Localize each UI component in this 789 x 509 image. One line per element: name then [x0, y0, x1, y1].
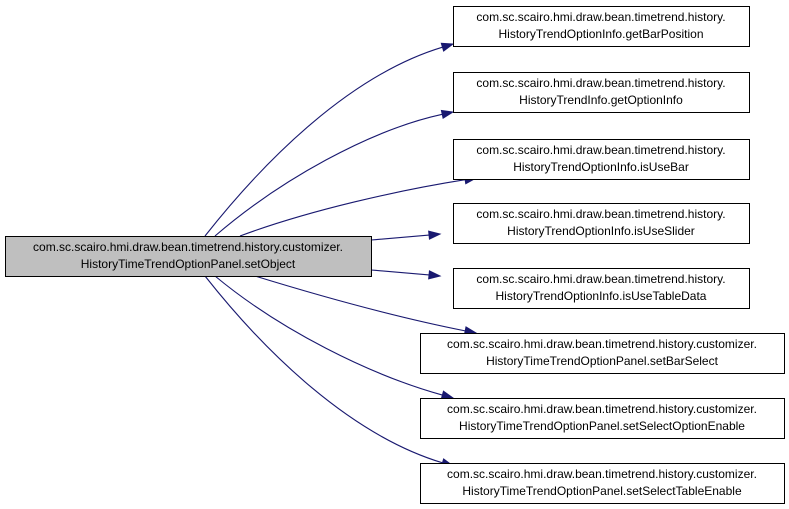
callee-node-getBarPosition-box [453, 6, 750, 47]
edge-to-getBarPosition [204, 42, 455, 237]
callee-node-isUseBar-box [453, 139, 750, 180]
edge-to-getBarPosition-arrowhead [440, 42, 455, 52]
callee-node-setBarSelect-label-line-1: com.sc.scairo.hmi.draw.bean.timetrend.hi… [447, 337, 757, 351]
callee-node-isUseSlider-label-line-1: com.sc.scairo.hmi.draw.bean.timetrend.hi… [476, 207, 725, 221]
edge-to-isUseBar [239, 175, 478, 237]
callee-node-setSelectOptionEnable-label-line-2: HistoryTimeTrendOptionPanel.setSelectOpt… [459, 419, 745, 433]
edge-to-isUseTableData [370, 269, 442, 280]
callee-node-getOptionInfo-label-line-1: com.sc.scairo.hmi.draw.bean.timetrend.hi… [476, 76, 725, 90]
edge-to-isUseSlider-line [370, 234, 430, 241]
edge-to-getOptionInfo-arrowhead [440, 109, 455, 120]
callee-node-setSelectTableEnable-box [420, 463, 785, 504]
edge-to-setSelectOptionEnable-line [214, 275, 443, 396]
callee-node-isUseSlider[interactable]: com.sc.scairo.hmi.draw.bean.timetrend.hi… [453, 203, 750, 244]
callee-node-setBarSelect[interactable]: com.sc.scairo.hmi.draw.bean.timetrend.hi… [420, 333, 785, 374]
edge-to-isUseBar-line [239, 179, 466, 237]
callee-node-isUseSlider-box [453, 203, 750, 244]
edge-to-isUseTableData-line [370, 269, 430, 276]
root-node-setObject[interactable]: com.sc.scairo.hmi.draw.bean.timetrend.hi… [5, 236, 372, 277]
callee-node-getBarPosition-label-line-1: com.sc.scairo.hmi.draw.bean.timetrend.hi… [476, 10, 725, 24]
callee-node-isUseBar[interactable]: com.sc.scairo.hmi.draw.bean.timetrend.hi… [453, 139, 750, 180]
edge-to-setSelectTableEnable [204, 275, 455, 468]
edges [204, 42, 478, 468]
edge-to-isUseSlider [370, 230, 442, 241]
callee-node-setSelectOptionEnable-label-line-1: com.sc.scairo.hmi.draw.bean.timetrend.hi… [447, 402, 757, 416]
callee-node-getOptionInfo[interactable]: com.sc.scairo.hmi.draw.bean.timetrend.hi… [453, 72, 750, 113]
callee-node-getBarPosition-label-line-2: HistoryTrendOptionInfo.getBarPosition [499, 27, 704, 41]
edge-to-setSelectOptionEnable-arrowhead [440, 390, 455, 400]
nodes: com.sc.scairo.hmi.draw.bean.timetrend.hi… [5, 6, 785, 504]
callee-node-setSelectOptionEnable-box [420, 398, 785, 439]
callee-node-setSelectTableEnable-label-line-1: com.sc.scairo.hmi.draw.bean.timetrend.hi… [447, 467, 757, 481]
edge-to-setBarSelect [254, 275, 478, 336]
callee-node-isUseTableData[interactable]: com.sc.scairo.hmi.draw.bean.timetrend.hi… [453, 268, 750, 309]
edge-to-getOptionInfo-line [214, 113, 443, 237]
callee-node-setSelectOptionEnable[interactable]: com.sc.scairo.hmi.draw.bean.timetrend.hi… [420, 398, 785, 439]
callee-node-isUseSlider-label-line-2: HistoryTrendOptionInfo.isUseSlider [507, 224, 695, 238]
edge-to-setBarSelect-line [254, 275, 466, 332]
callee-node-setSelectTableEnable-label-line-2: HistoryTimeTrendOptionPanel.setSelectTab… [462, 484, 742, 498]
callee-node-setBarSelect-box [420, 333, 785, 374]
edge-to-isUseTableData-arrowhead [428, 270, 442, 280]
edge-to-setSelectTableEnable-line [204, 275, 443, 464]
edge-to-getBarPosition-line [204, 46, 443, 237]
callee-node-setBarSelect-label-line-2: HistoryTimeTrendOptionPanel.setBarSelect [486, 354, 719, 368]
callee-node-isUseBar-label-line-1: com.sc.scairo.hmi.draw.bean.timetrend.hi… [476, 143, 725, 157]
edge-to-isUseSlider-arrowhead [428, 230, 442, 240]
edge-to-getOptionInfo [214, 109, 455, 237]
callee-node-getOptionInfo-box [453, 72, 750, 113]
edge-to-setSelectOptionEnable [214, 275, 455, 400]
callee-node-getBarPosition[interactable]: com.sc.scairo.hmi.draw.bean.timetrend.hi… [453, 6, 750, 47]
callee-node-isUseTableData-label-line-2: HistoryTrendOptionInfo.isUseTableData [496, 289, 707, 303]
callee-node-setSelectTableEnable[interactable]: com.sc.scairo.hmi.draw.bean.timetrend.hi… [420, 463, 785, 504]
root-node-setObject-label-line-2: HistoryTimeTrendOptionPanel.setObject [81, 257, 296, 271]
root-node-setObject-box [5, 236, 372, 277]
callee-node-isUseTableData-label-line-1: com.sc.scairo.hmi.draw.bean.timetrend.hi… [476, 272, 725, 286]
callee-node-getOptionInfo-label-line-2: HistoryTrendInfo.getOptionInfo [519, 93, 683, 107]
callee-node-isUseTableData-box [453, 268, 750, 309]
root-node-setObject-label-line-1: com.sc.scairo.hmi.draw.bean.timetrend.hi… [33, 240, 343, 254]
callee-node-isUseBar-label-line-2: HistoryTrendOptionInfo.isUseBar [513, 160, 689, 174]
